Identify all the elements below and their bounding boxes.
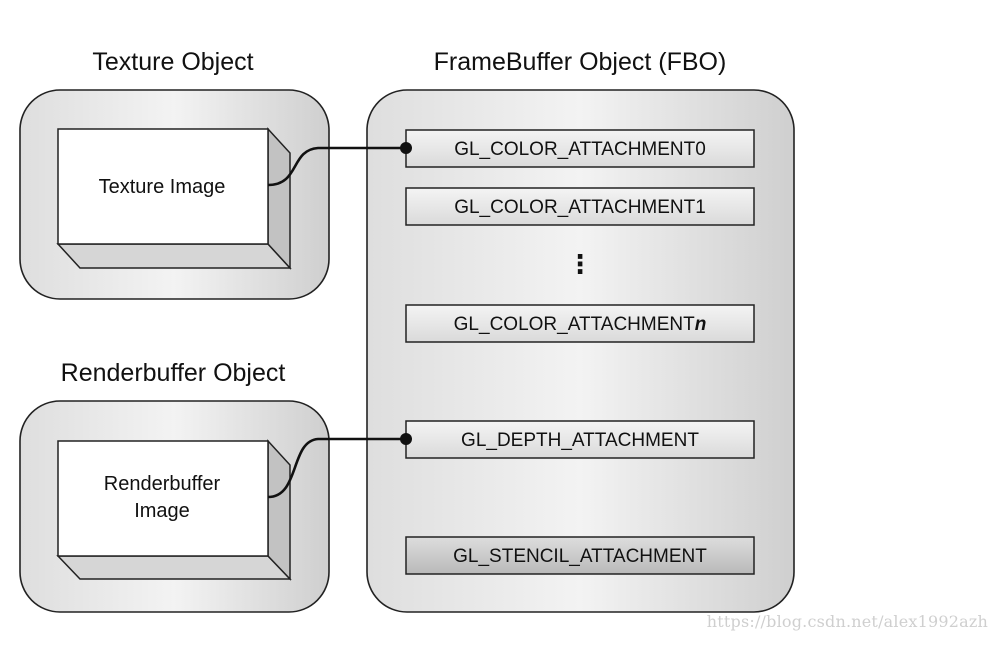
slot-color-attachment-n-suffix: n <box>695 314 707 335</box>
slot-color-attachment-n-prefix: GL_COLOR_ATTACHMENT <box>454 314 695 335</box>
renderbuffer-image-label-line1: Renderbuffer <box>104 473 221 495</box>
renderbuffer-object-title: Renderbuffer Object <box>61 359 286 387</box>
svg-text:GL_COLOR_ATTACHMENTn: GL_COLOR_ATTACHMENTn <box>454 314 707 335</box>
renderbuffer-image-box: Renderbuffer Image <box>56 439 292 581</box>
slot-depth-attachment: GL_DEPTH_ATTACHMENT <box>405 420 755 459</box>
fbo-title: FrameBuffer Object (FBO) <box>434 48 727 76</box>
attachment-ellipsis: ⋮ <box>567 249 593 279</box>
slot-color-attachment-n: GL_COLOR_ATTACHMENTn <box>405 304 755 343</box>
texture-image-box: Texture Image <box>56 127 292 270</box>
texture-image-label: Texture Image <box>99 176 226 198</box>
connector-texture-to-color0 <box>267 142 412 187</box>
slot-stencil-attachment: GL_STENCIL_ATTACHMENT <box>405 536 755 575</box>
slot-color-attachment-0: GL_COLOR_ATTACHMENT0 <box>405 129 755 168</box>
watermark-url: https://blog.csdn.net/alex1992azh <box>706 612 988 631</box>
slot-color-attachment-0-label: GL_COLOR_ATTACHMENT0 <box>454 139 706 160</box>
renderbuffer-image-label-line2: Image <box>134 500 190 522</box>
slot-depth-attachment-label: GL_DEPTH_ATTACHMENT <box>461 430 699 451</box>
slot-color-attachment-1: GL_COLOR_ATTACHMENT1 <box>405 187 755 226</box>
connector-renderbuffer-to-depth <box>267 433 412 499</box>
connector-dot-depth <box>400 433 412 445</box>
connector-dot-color0 <box>400 142 412 154</box>
texture-object-title: Texture Object <box>92 48 253 76</box>
slot-color-attachment-1-label: GL_COLOR_ATTACHMENT1 <box>454 197 706 218</box>
slot-stencil-attachment-label: GL_STENCIL_ATTACHMENT <box>453 546 707 567</box>
fbo-container <box>366 89 795 613</box>
